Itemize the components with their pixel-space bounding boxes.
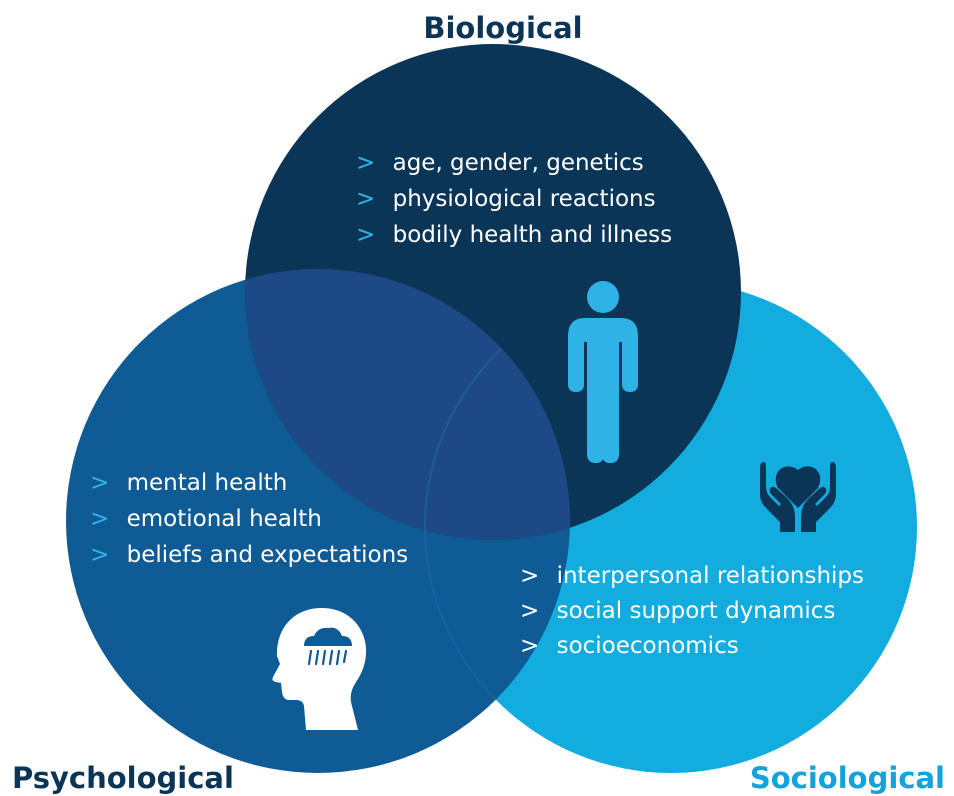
person-icon xyxy=(568,281,638,463)
list-item: > socioeconomics xyxy=(520,633,739,659)
psychological-list: > mental health > emotional health > bel… xyxy=(90,470,408,568)
psychological-title: Psychological xyxy=(12,761,234,795)
head-rain-cloud-icon xyxy=(272,608,367,730)
biological-list: > age, gender, genetics > physiological … xyxy=(356,150,672,248)
biological-title: Biological xyxy=(423,11,582,45)
list-item: > bodily health and illness xyxy=(356,222,672,248)
sociological-title: Sociological xyxy=(750,761,945,795)
sociological-list: > interpersonal relationships > social s… xyxy=(520,563,864,659)
list-item: > interpersonal relationships xyxy=(520,563,864,589)
list-item: > emotional health xyxy=(90,506,322,532)
list-item: > physiological reactions xyxy=(356,186,656,212)
list-item: > social support dynamics xyxy=(520,598,835,624)
list-item: > mental health xyxy=(90,470,287,496)
list-item: > age, gender, genetics xyxy=(356,150,644,176)
sociological-overlap-edge xyxy=(424,280,570,773)
list-item: > beliefs and expectations xyxy=(90,542,408,568)
hands-heart-icon xyxy=(760,462,836,532)
